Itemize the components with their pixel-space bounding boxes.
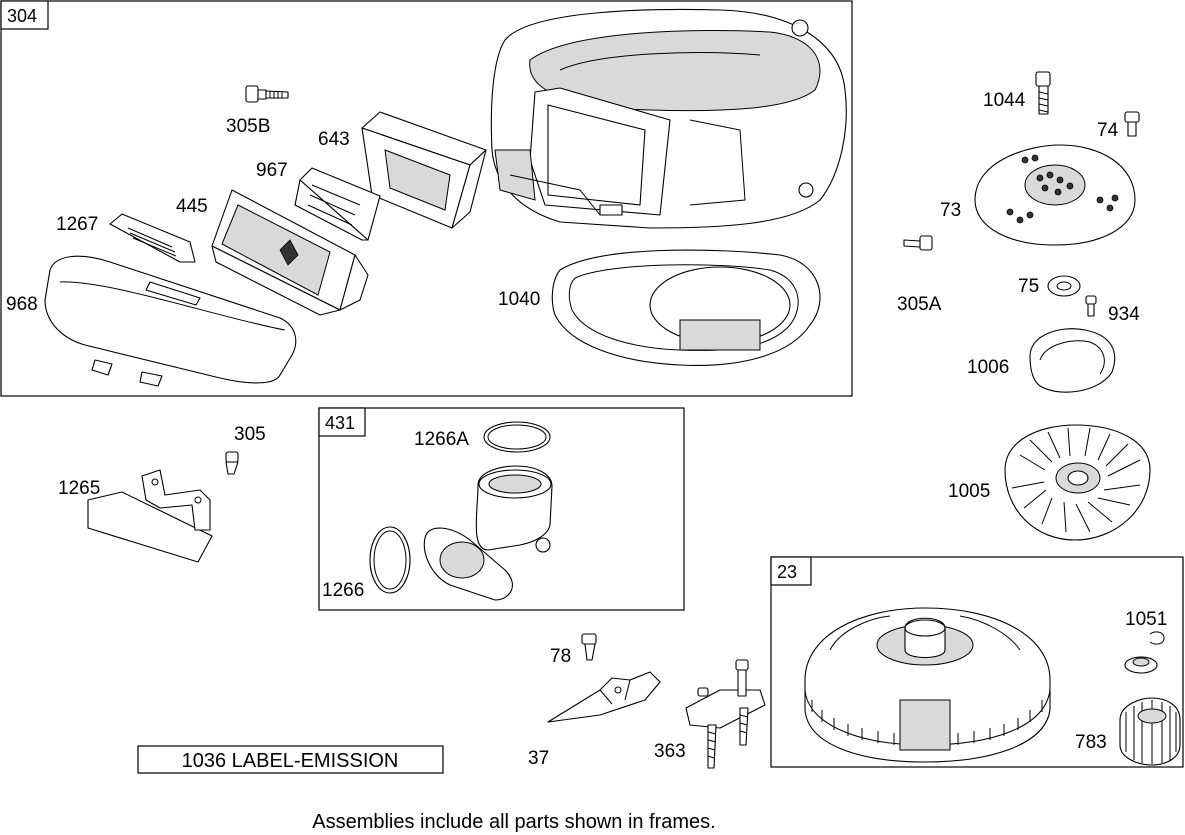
part-445 <box>211 189 369 316</box>
part-75 <box>1047 275 1081 297</box>
label-1006: 1006 <box>967 357 1009 378</box>
part-305 <box>225 451 239 475</box>
part-1005 <box>1004 424 1151 541</box>
emission-label-box: 1036 LABEL-EMISSION <box>137 745 444 774</box>
part-967 <box>294 167 381 241</box>
label-305: 305 <box>234 424 266 445</box>
label-783: 783 <box>1075 732 1107 753</box>
label-305B: 305B <box>226 116 270 137</box>
part-1006 <box>1029 328 1116 393</box>
part-643 <box>361 111 487 229</box>
part-intake-elbow <box>423 465 553 601</box>
part-37 <box>547 671 661 723</box>
part-78 <box>581 633 597 661</box>
label-37: 37 <box>528 748 549 769</box>
footnote: Assemblies include all parts shown in fr… <box>312 811 716 833</box>
frame-431-tag: 431 <box>325 413 355 433</box>
part-968 <box>44 255 297 387</box>
label-445: 445 <box>176 196 208 217</box>
part-74 <box>1124 111 1140 137</box>
label-1265: 1265 <box>58 478 100 499</box>
label-1266A: 1266A <box>414 429 469 450</box>
label-967: 967 <box>256 160 288 181</box>
label-1267: 1267 <box>56 214 98 235</box>
frame-23-tag: 23 <box>777 562 797 582</box>
label-75: 75 <box>1018 276 1039 297</box>
label-305A: 305A <box>897 294 942 315</box>
label-968: 968 <box>6 294 38 315</box>
label-1044: 1044 <box>983 90 1026 111</box>
label-363: 363 <box>654 741 686 762</box>
part-934 <box>1085 295 1097 317</box>
part-363 <box>685 659 766 769</box>
part-1040 <box>551 249 821 366</box>
label-73: 73 <box>940 200 961 221</box>
label-643: 643 <box>318 129 350 150</box>
part-73 <box>974 144 1136 246</box>
part-1266A <box>483 421 551 453</box>
part-783 <box>1119 697 1181 766</box>
blower-housing <box>490 8 847 229</box>
label-74: 74 <box>1097 120 1119 141</box>
frame-304-tag: 304 <box>7 6 37 26</box>
label-934: 934 <box>1108 304 1140 325</box>
label-1005: 1005 <box>948 481 990 502</box>
part-1051 <box>1124 631 1165 674</box>
part-1265 <box>87 469 213 563</box>
part-flywheel <box>804 607 1051 763</box>
part-1267 <box>109 213 196 263</box>
part-305A <box>903 235 933 251</box>
part-305B <box>245 85 289 103</box>
emission-label-text: 1036 LABEL-EMISSION <box>182 750 399 772</box>
label-1266: 1266 <box>322 580 364 601</box>
part-1044 <box>1035 71 1051 115</box>
label-78: 78 <box>550 646 571 667</box>
part-1266 <box>369 526 411 594</box>
label-1051: 1051 <box>1125 609 1167 630</box>
label-1040: 1040 <box>498 289 540 310</box>
